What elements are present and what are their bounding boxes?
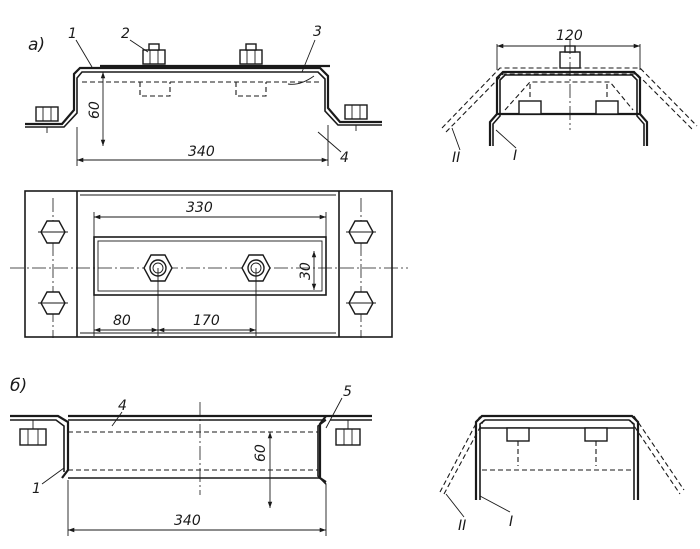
fig-a-pos-2-leader bbox=[451, 127, 461, 151]
fig-a-bracket-outer bbox=[25, 66, 382, 126]
fig-b-pos-1-label: I bbox=[509, 514, 513, 530]
fig-b-side-nut bbox=[584, 427, 608, 442]
fig-a-label: а) bbox=[28, 35, 45, 55]
fig-b-leader-1 bbox=[41, 467, 65, 485]
fig-a-hidden-nut bbox=[139, 82, 171, 97]
fig-a-side-position-1-inner bbox=[492, 74, 645, 146]
fig-a-bracket-inner bbox=[25, 71, 382, 128]
fig-a-dim-340: 340 bbox=[188, 144, 215, 160]
plan-hex-bolt bbox=[346, 220, 376, 244]
fig-a-side-position-2 bbox=[441, 67, 698, 129]
fig-a-leader-3 bbox=[301, 39, 316, 73]
fig-b-callout-4: 4 bbox=[118, 398, 127, 414]
fig-b-dim-340: 340 bbox=[174, 513, 201, 529]
plan-dim-80: 80 bbox=[113, 313, 131, 329]
fig-b-front-view: б) 60 340 4 5 bbox=[10, 376, 372, 536]
fig-b-side-position-2-left bbox=[439, 415, 481, 493]
fig-a-spring-clip bbox=[287, 75, 315, 85]
fig-a-callout-1: 1 bbox=[68, 26, 77, 42]
plan-hex-nut-left bbox=[143, 254, 173, 282]
fig-b-flange-bolt-right bbox=[335, 420, 361, 446]
fig-a-side-position-2-inner bbox=[445, 73, 694, 133]
plan-hex-bolt bbox=[346, 291, 376, 315]
fig-a-plan-view: 330 30 80 170 bbox=[10, 190, 408, 338]
plan-dim-30: 30 bbox=[298, 262, 314, 280]
plan-outer-plate bbox=[24, 190, 393, 338]
fig-b-callout-5: 5 bbox=[343, 384, 352, 400]
plan-hex-bolt bbox=[38, 220, 68, 244]
fig-a-front-view: а) bbox=[25, 24, 382, 166]
fig-b-pos-2-leader bbox=[445, 493, 465, 518]
fig-b-side-view: II I bbox=[439, 414, 685, 534]
fig-b-label: б) bbox=[10, 376, 27, 396]
fig-a-side-view: 120 II I bbox=[441, 28, 698, 166]
fig-a-side-position-1 bbox=[488, 70, 649, 146]
fig-a-pos-2-label: II bbox=[452, 150, 460, 166]
fig-a-bolt-2 bbox=[142, 43, 166, 65]
fig-a-callout-2: 2 bbox=[121, 26, 130, 42]
fig-b-side-position-2-right bbox=[633, 415, 685, 491]
fig-a-side-nut bbox=[518, 100, 542, 115]
fig-a-pos-1-leader bbox=[495, 129, 517, 149]
plan-dim-170: 170 bbox=[193, 313, 220, 329]
fig-b-side-position-1-inner bbox=[479, 419, 635, 500]
fig-b-bracket-left bbox=[10, 414, 70, 479]
fig-a-dim-120: 120 bbox=[556, 28, 583, 44]
fig-a-hidden-nut bbox=[235, 82, 267, 97]
fig-a-flange-bolt-right bbox=[344, 104, 368, 131]
fig-a-pos-1-label: I bbox=[513, 148, 517, 164]
fig-a-leader-4 bbox=[317, 131, 342, 153]
fig-a-leader-1 bbox=[75, 39, 93, 68]
fig-b-dim-60: 60 bbox=[253, 444, 269, 462]
fig-a-leader-2 bbox=[129, 39, 149, 53]
fig-b-flange-bolt-left bbox=[19, 420, 47, 446]
fig-b-side-nut bbox=[506, 427, 530, 442]
fig-a-side-hidden bbox=[504, 81, 634, 111]
fig-b-leader-5 bbox=[325, 397, 343, 429]
fig-b-bracket-left-inner bbox=[10, 419, 65, 472]
fig-b-side-position-2-right bbox=[629, 419, 681, 495]
fig-a-side-nut bbox=[595, 100, 619, 115]
fig-a-bolt-top-right bbox=[239, 43, 263, 65]
plan-hex-bolt bbox=[38, 291, 68, 315]
fig-b-pos-1-leader bbox=[479, 495, 511, 513]
fig-b-side-position-2-left bbox=[443, 419, 485, 495]
fig-a-callout-3: 3 bbox=[313, 24, 322, 40]
fig-a-callout-4: 4 bbox=[340, 150, 349, 166]
plan-slot-plate bbox=[93, 236, 327, 296]
fig-b-bracket-right-outer bbox=[318, 415, 327, 483]
plan-slot-inner bbox=[97, 240, 323, 292]
fig-a-flange-bolt-left bbox=[35, 106, 59, 133]
fig-a-dim-60: 60 bbox=[87, 101, 103, 119]
plan-dim-330: 330 bbox=[186, 200, 213, 216]
fig-b-callout-1: 1 bbox=[32, 481, 41, 497]
fig-b-pos-2-label: II bbox=[458, 518, 466, 534]
fig-b-leader-4 bbox=[111, 411, 123, 427]
